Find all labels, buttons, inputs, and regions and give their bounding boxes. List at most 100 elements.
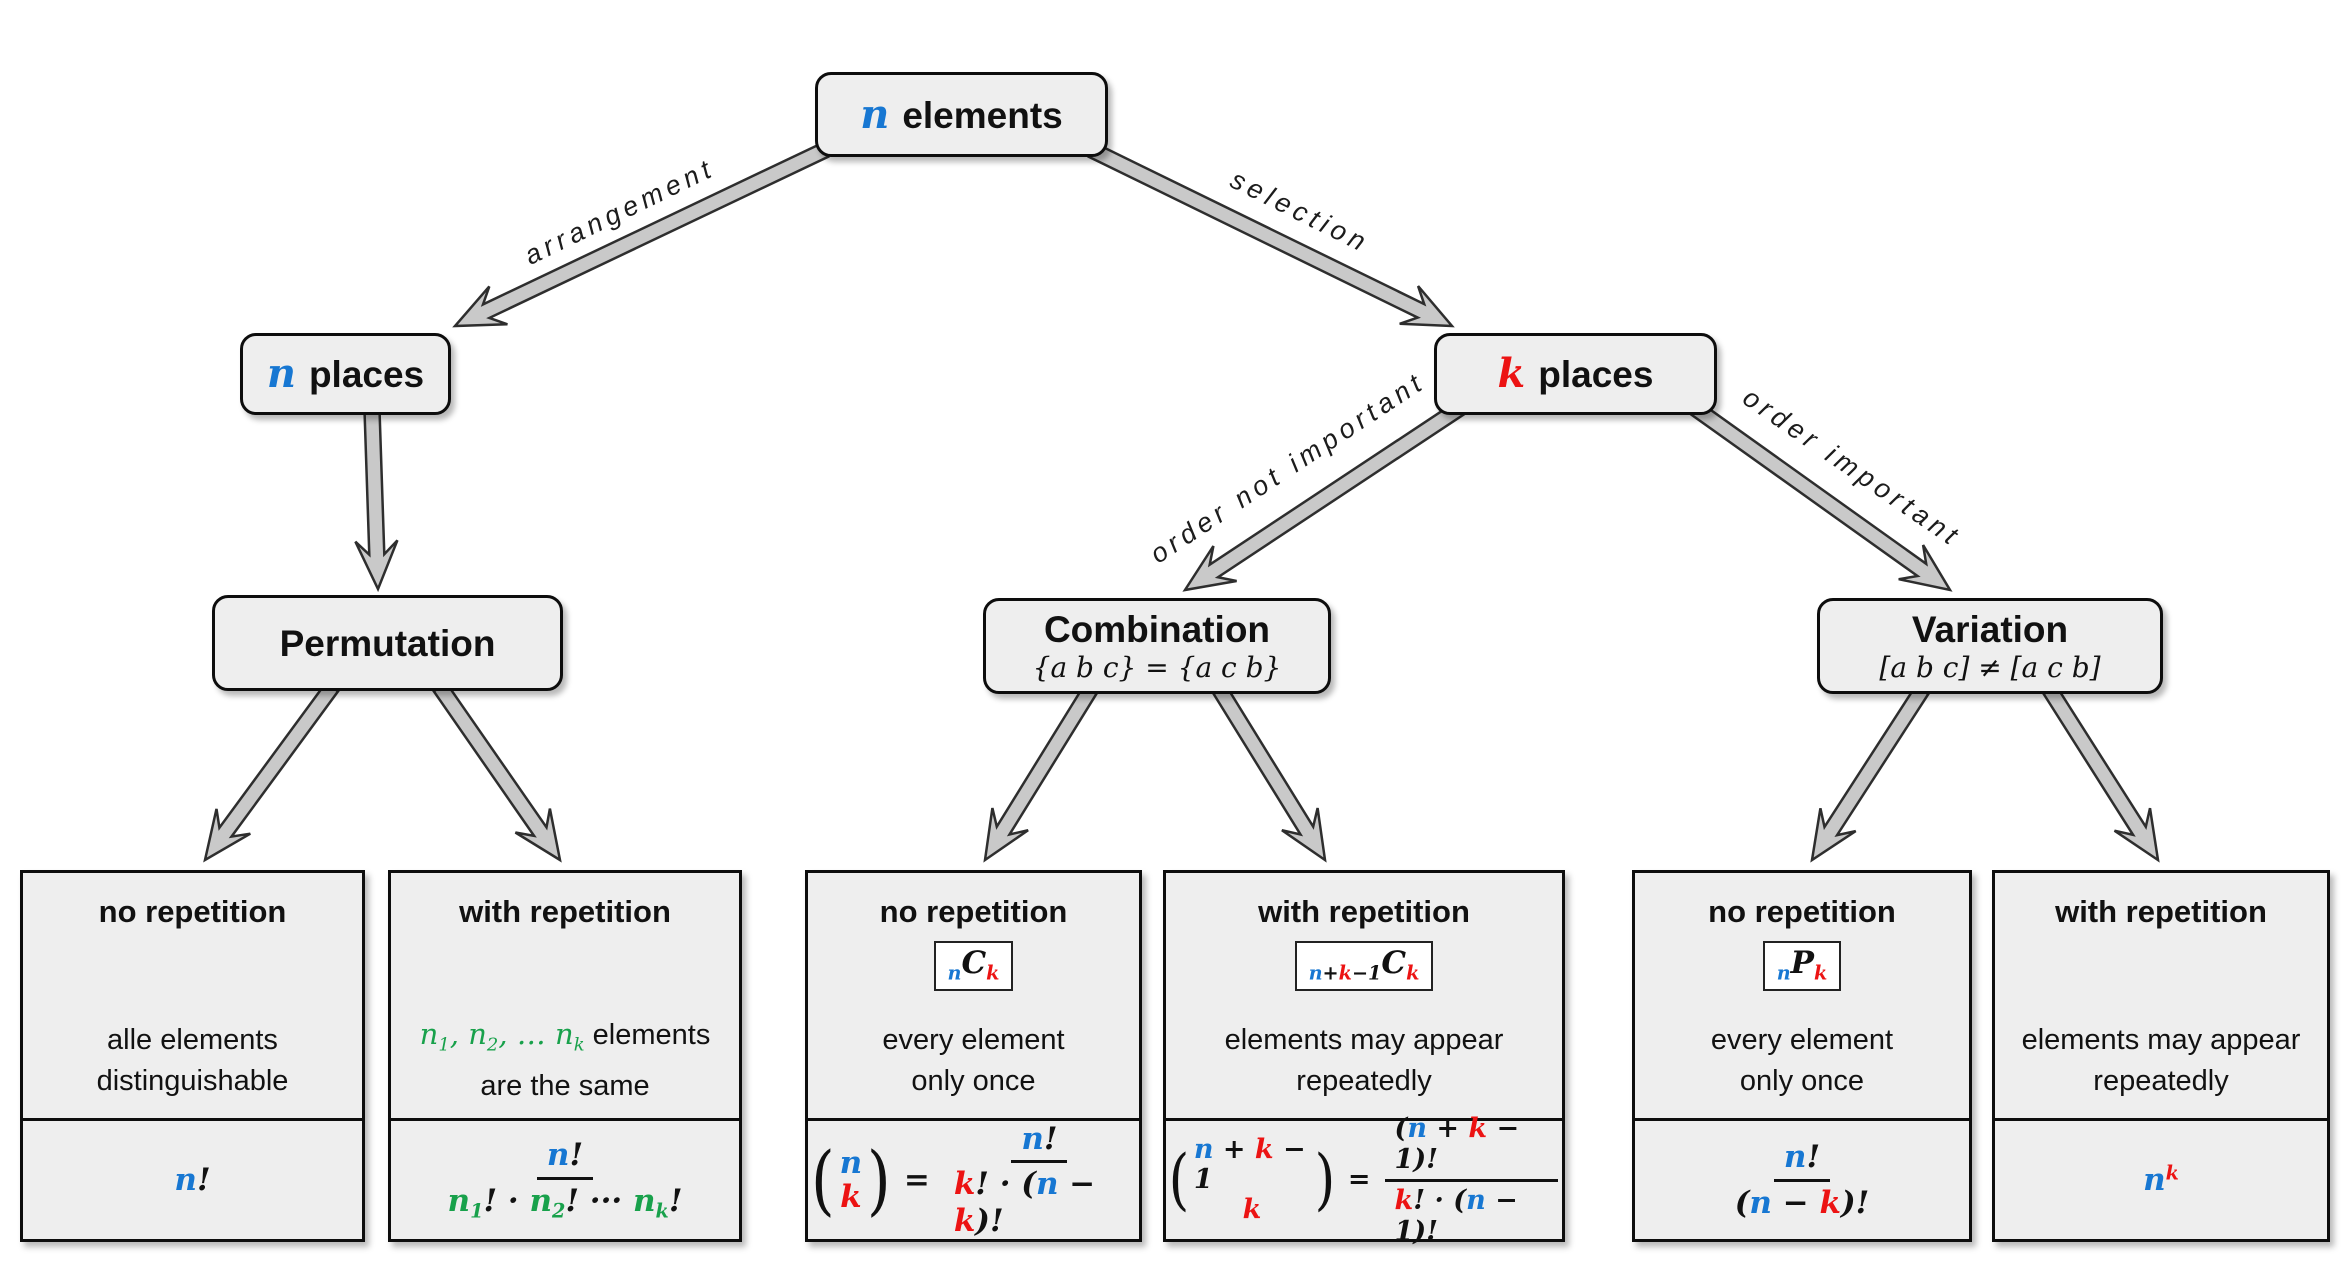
node-n-places: n places [240, 333, 451, 415]
math-token: n [1749, 1184, 1772, 1221]
node-label: places [308, 354, 425, 395]
math-token: − 1)! [1394, 1113, 1520, 1176]
math-token: ! [196, 1161, 211, 1198]
math-token: n [468, 1017, 487, 1052]
arrow-variation-no-repetition [1810, 684, 1931, 863]
arrow-combination-no-repetition [983, 684, 1099, 863]
math-token: only once [1739, 1064, 1865, 1097]
node-subtitle: {a b c} = {a c b} [1032, 650, 1282, 684]
math-token: ! [668, 1182, 683, 1219]
math-token: n [1407, 1113, 1427, 1145]
paren-open: ( [1168, 1140, 1190, 1218]
var-n: n [860, 90, 890, 138]
paren-close: ) [867, 1135, 891, 1224]
node-label: Variation [1911, 608, 2069, 650]
node-combination: Combination {a b c} = {a c b} [983, 598, 1331, 694]
math-token: n [1035, 1166, 1059, 1203]
math-token: + [1213, 1134, 1255, 1166]
math-token: k [1254, 1134, 1274, 1166]
math-token: k [1813, 961, 1828, 985]
description-line: repeatedly [2093, 1061, 2228, 1102]
math-token: elements may appear [2021, 1023, 2301, 1056]
math-token: = [903, 1161, 930, 1198]
math-token: 1 [470, 1199, 484, 1223]
math-token: elements [584, 1019, 711, 1052]
description-line: only once [1740, 1061, 1864, 1102]
symbol-nPk: nPk [1762, 941, 1842, 991]
node-permutation: Permutation [212, 595, 563, 691]
math-token: k [1468, 1113, 1488, 1145]
arrow-order-not-important [1182, 399, 1466, 592]
math-token: k [986, 961, 1000, 985]
node-variation: Variation [a b c] ≠ [a c b] [1817, 598, 2163, 694]
math-token: k [953, 1166, 976, 1203]
fraction: n!k! · (n − k)! [944, 1121, 1135, 1240]
math-token: , … [498, 1017, 556, 1052]
leaf-formula: nk [2143, 1162, 2179, 1199]
leaf-title: no repetition [98, 894, 287, 929]
leaf-title: no repetition [879, 894, 1068, 929]
arrow-permutation-no-repetition [203, 680, 340, 863]
math-token: n [947, 961, 962, 985]
math-token: n [1193, 1134, 1214, 1166]
node-label: Combination [1043, 608, 1271, 650]
math-token: ! · ( [975, 1166, 1036, 1203]
math-token: repeatedly [2093, 1064, 2229, 1097]
math-token: − [1771, 1184, 1820, 1221]
math-token: k [840, 1179, 862, 1215]
math-token: k [1242, 1193, 1262, 1225]
math-token: ! [1043, 1120, 1058, 1157]
math-token: ( [1734, 1184, 1750, 1221]
leaf-title: no repetition [1708, 894, 1896, 929]
description-line: are the same [480, 1066, 649, 1107]
math-token: )! [1840, 1184, 1870, 1221]
arrow-order-important [1688, 400, 1953, 592]
math-token: k [573, 1034, 585, 1056]
description-line: only once [911, 1061, 1035, 1102]
math-token: n [632, 1182, 656, 1219]
math-token: ( [1394, 1113, 1408, 1145]
symbol-nCk: nCk [933, 941, 1014, 991]
math-token: k [655, 1199, 669, 1223]
math-token: )! [975, 1202, 1004, 1239]
leaf-combination-with-repetition: with repetition n+k−1Ck elements may app… [1163, 870, 1565, 1247]
arrow-combination-with-repetition [1211, 684, 1327, 863]
math-token: = [1347, 1164, 1371, 1196]
math-token: − 1 [1193, 1134, 1306, 1196]
math-token: −1 [1351, 961, 1382, 985]
node-n-elements-title: n elements [860, 90, 1063, 138]
math-token: k [1819, 1184, 1841, 1221]
fraction: n!n1! · n2! ··· nk! [438, 1137, 693, 1222]
description-line: n1, n2, … nk elements [420, 1014, 711, 1065]
leaf-formula: n! [174, 1162, 210, 1199]
math-token: P [1790, 945, 1814, 982]
leaf-description: elements may appear repeatedly [2022, 1003, 2301, 1118]
math-token: n [447, 1182, 471, 1219]
math-token: n [1783, 1138, 1807, 1175]
math-token: n [1021, 1120, 1044, 1157]
node-k-places: k places [1434, 333, 1717, 415]
math-token: alle elements [107, 1023, 278, 1056]
fraction: n!(n − k)! [1725, 1139, 1880, 1221]
math-token: n [839, 1144, 863, 1181]
node-label: places [1538, 354, 1654, 395]
math-token: ! ··· [565, 1182, 633, 1219]
paren-open: ( [810, 1135, 835, 1224]
math-token: are the same [480, 1069, 650, 1102]
arrow-arrangement [452, 141, 830, 328]
leaf-title: with repetition [459, 894, 671, 929]
math-token: n [419, 1017, 439, 1052]
math-token: ! · ( [1413, 1184, 1467, 1216]
math-token: k [1394, 1184, 1414, 1216]
